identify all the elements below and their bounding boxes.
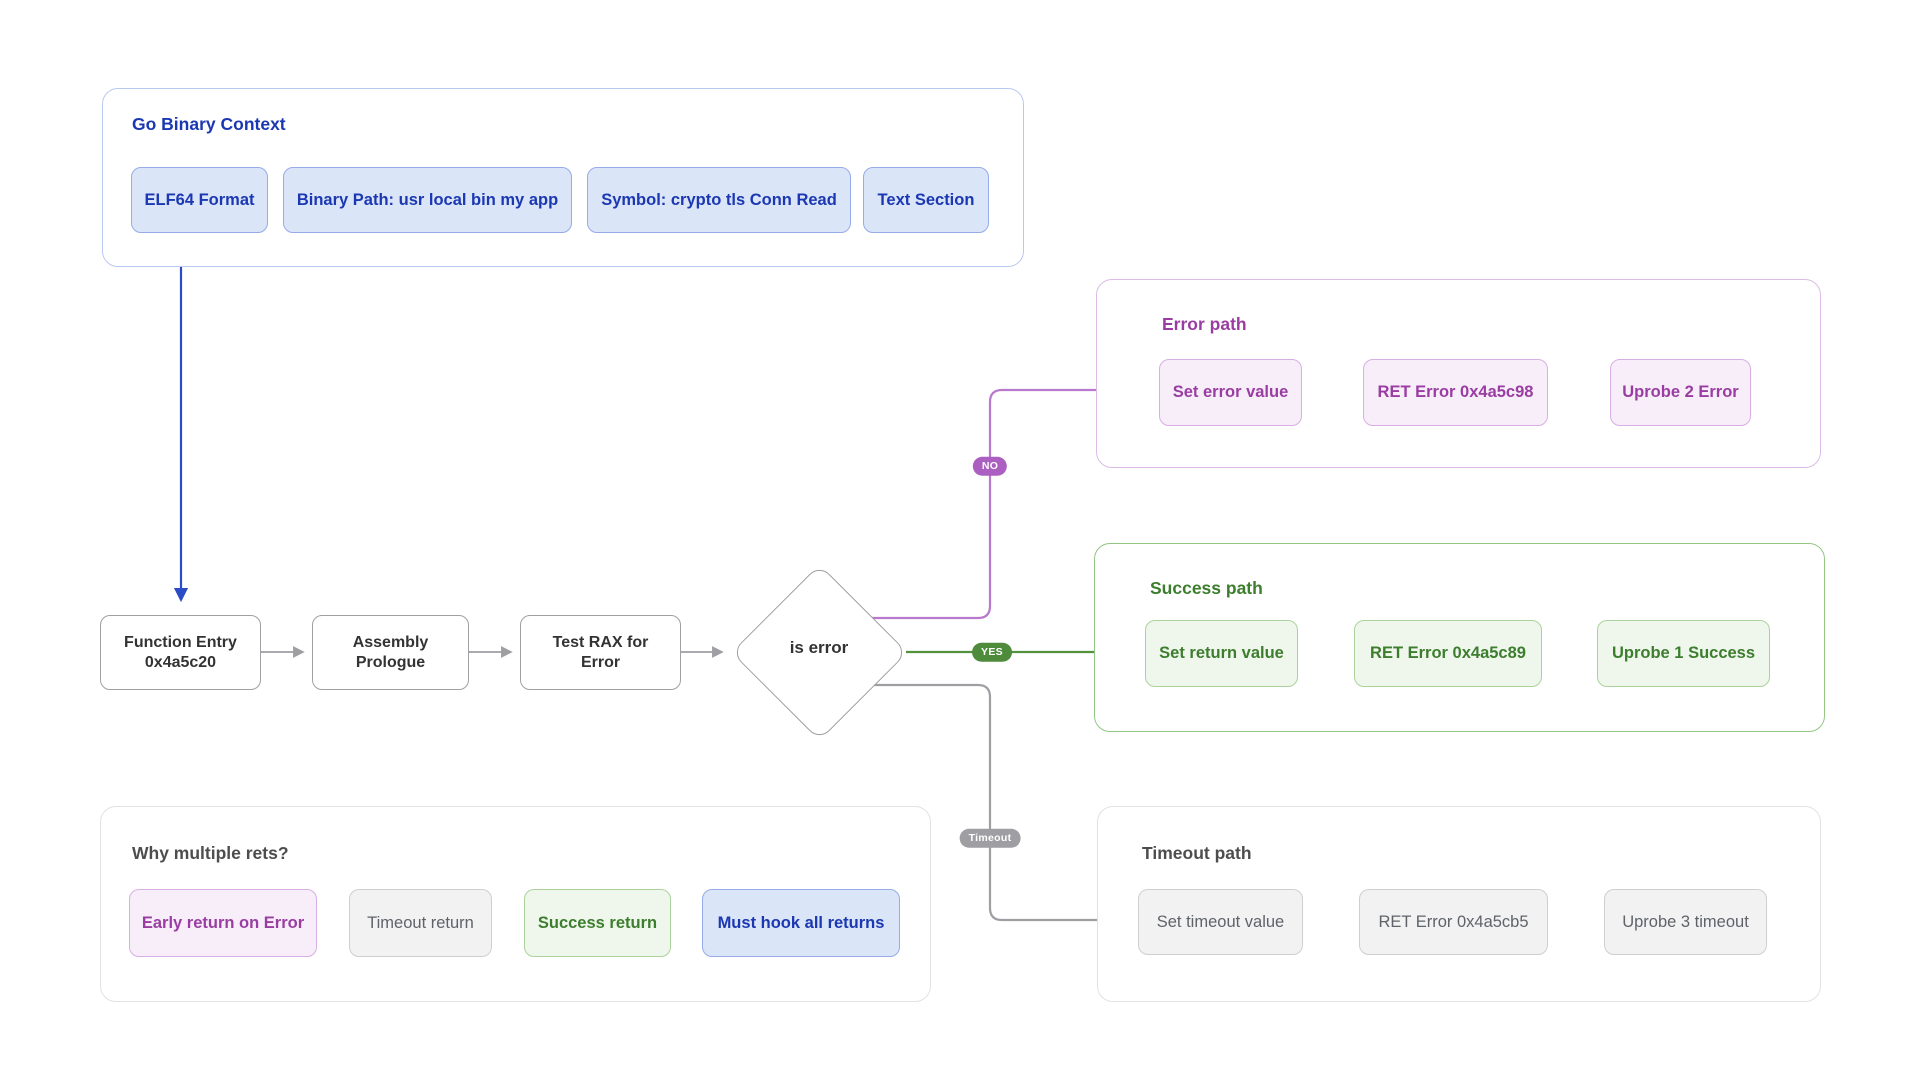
- node-set-error-value: Set error value: [1159, 359, 1302, 426]
- error-path-title: Error path: [1162, 314, 1247, 334]
- node-set-timeout-value: Set timeout value: [1138, 889, 1303, 955]
- node-ret-error-0x4a5c89: RET Error 0x4a5c89: [1354, 620, 1542, 687]
- success-path-title: Success path: [1150, 578, 1263, 598]
- decision-is-error-label: is error: [789, 638, 849, 657]
- node-text-section: Text Section: [863, 167, 989, 233]
- node-success-return: Success return: [524, 889, 671, 957]
- branch-badge-timeout: Timeout: [959, 828, 1021, 848]
- node-assembly-prologue: Assembly Prologue: [312, 615, 469, 690]
- node-timeout-return: Timeout return: [349, 889, 492, 957]
- node-must-hook-all-returns: Must hook all returns: [702, 889, 900, 957]
- timeout-path-title: Timeout path: [1142, 843, 1252, 863]
- node-ret-error-0x4a5cb5: RET Error 0x4a5cb5: [1359, 889, 1548, 955]
- go-binary-context-title: Go Binary Context: [132, 114, 286, 134]
- node-function-entry: Function Entry 0x4a5c20: [100, 615, 261, 690]
- edge-decision-no: [872, 382, 1150, 620]
- why-multiple-rets-title: Why multiple rets?: [132, 843, 289, 863]
- node-test-rax: Test RAX for Error: [520, 615, 681, 690]
- node-binary-path: Binary Path: usr local bin my app: [283, 167, 572, 233]
- node-symbol: Symbol: crypto tls Conn Read: [587, 167, 851, 233]
- edge-decision-timeout: [873, 683, 1127, 928]
- node-early-return-on-error: Early return on Error: [129, 889, 317, 957]
- node-uprobe-2-error: Uprobe 2 Error: [1610, 359, 1751, 426]
- node-set-return-value: Set return value: [1145, 620, 1298, 687]
- node-ret-error-0x4a5c98: RET Error 0x4a5c98: [1363, 359, 1548, 426]
- branch-badge-no: NO: [972, 456, 1008, 476]
- node-uprobe-1-success: Uprobe 1 Success: [1597, 620, 1770, 687]
- node-elf64-format: ELF64 Format: [131, 167, 268, 233]
- branch-badge-yes: YES: [972, 642, 1012, 662]
- node-uprobe-3-timeout: Uprobe 3 timeout: [1604, 889, 1767, 955]
